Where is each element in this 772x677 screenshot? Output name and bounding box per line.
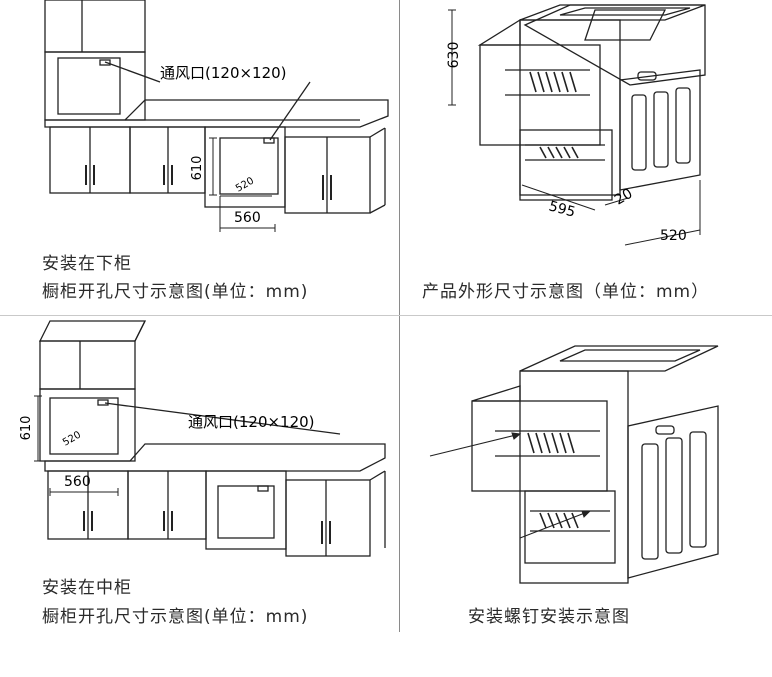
dim-depth-label: 520 [234, 176, 256, 195]
dim-depth-label: 520 [61, 430, 83, 449]
middle-cabinet-drawing: 610 560 520 通风口(120×120) [19, 320, 386, 557]
dim-width-label: 560 [64, 474, 91, 490]
vent-label: 通风口(120×120) [160, 64, 287, 82]
vent-label: 通风口(120×120) [188, 413, 315, 431]
dim-630-label: 630 [446, 42, 462, 69]
screw-installation-diagram: 安装螺钉安装示意图 [400, 316, 772, 632]
dim-width-label: 560 [234, 210, 261, 226]
caption-title: 安装在下柜 [42, 254, 132, 274]
vertical-divider [399, 0, 400, 632]
dim-height-label: 610 [190, 156, 205, 181]
lower-cabinet-drawing: 610 560 520 通风口(120×120) [44, 0, 389, 232]
caption-subtitle: 橱柜开孔尺寸示意图(单位：mm) [42, 607, 309, 627]
dim-20-label: 20 [612, 186, 635, 209]
horizontal-divider [0, 315, 772, 316]
caption-title: 产品外形尺寸示意图（单位：mm） [422, 282, 710, 302]
caption-title: 安装在中柜 [42, 578, 132, 598]
dim-520-label: 520 [660, 228, 687, 244]
screw-install-drawing [429, 345, 719, 584]
lower-cabinet-cutout-diagram: 610 560 520 通风口(120×120) 安装在下柜 橱柜开孔尺寸示意图… [0, 0, 399, 315]
appliance-drawing: 630 595 20 520 [446, 4, 706, 246]
caption-subtitle: 橱柜开孔尺寸示意图(单位：mm) [42, 282, 309, 302]
dim-595-label: 595 [547, 198, 577, 220]
dim-height-label: 610 [19, 416, 34, 441]
caption-title: 安装螺钉安装示意图 [468, 607, 630, 627]
product-dimensions-diagram: 630 595 20 520 产品外形尺寸示意图（单位：mm） [400, 0, 772, 315]
middle-cabinet-cutout-diagram: 610 560 520 通风口(120×120) 安装在中柜 橱柜开孔尺寸示意图… [0, 316, 399, 632]
